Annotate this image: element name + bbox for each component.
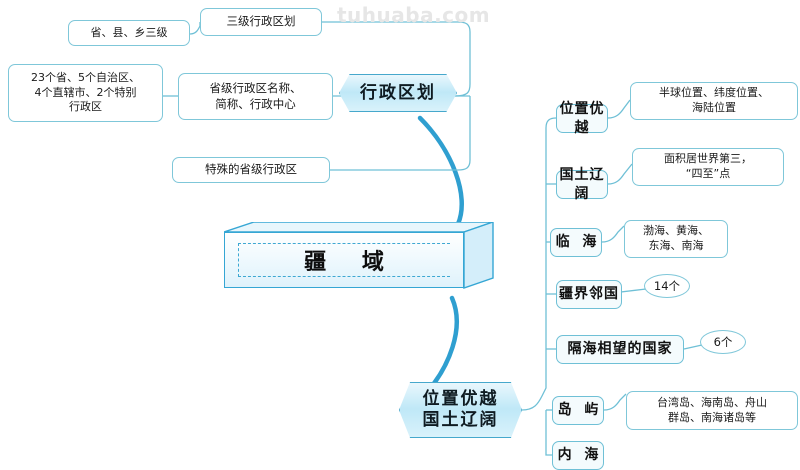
node-inland-sea[interactable]: 内 海 xyxy=(552,441,604,470)
link-center-to-location xyxy=(429,295,459,389)
node-sea-facing-countries[interactable]: 隔海相望的国家 xyxy=(556,335,684,364)
detail-province-names[interactable]: 23个省、5个自治区、 4个直辖市、2个特别 行政区 xyxy=(8,64,163,122)
link-location-spine xyxy=(521,117,557,411)
badge-sea-facing-countries-count[interactable]: 6个 xyxy=(700,330,746,354)
center-node[interactable]: 疆 域 xyxy=(224,222,494,298)
link-seas-detail xyxy=(601,225,625,243)
badge-neighboring-countries-count[interactable]: 14个 xyxy=(644,274,690,298)
node-bordering-seas[interactable]: 临 海 xyxy=(550,228,602,257)
node-islands[interactable]: 岛 屿 xyxy=(552,396,604,425)
detail-bordering-seas[interactable]: 渤海、黄海、 东海、南海 xyxy=(624,220,728,258)
link-seafacing-badge xyxy=(683,344,703,350)
link-vast-detail xyxy=(607,163,633,185)
detail-islands[interactable]: 台湾岛、海南岛、舟山 群岛、南海诸岛等 xyxy=(626,391,798,430)
node-neighboring-countries[interactable]: 疆界邻国 xyxy=(556,280,622,309)
branch-location-territory[interactable]: 位置优越 国土辽阔 xyxy=(399,382,522,438)
node-superior-location[interactable]: 位置优越 xyxy=(556,101,608,136)
node-vast-territory[interactable]: 国土辽阔 xyxy=(556,167,608,202)
branch-administrative-divisions[interactable]: 行政区划 xyxy=(339,74,457,112)
center-node-label: 疆 域 xyxy=(304,250,398,275)
link-center-to-administrative xyxy=(417,115,464,227)
detail-vast-territory[interactable]: 面积居世界第三， “四至”点 xyxy=(632,148,784,186)
node-province-names[interactable]: 省级行政区名称、 简称、行政中心 xyxy=(178,73,333,120)
node-special-provinces[interactable]: 特殊的省级行政区 xyxy=(172,157,330,183)
link-location-detail xyxy=(607,99,631,119)
link-islands-detail xyxy=(603,393,627,411)
center-node-dashed-inner xyxy=(238,243,450,277)
watermark: tuhuaba.com xyxy=(337,3,491,27)
node-three-level-divisions[interactable]: 三级行政区划 xyxy=(200,8,322,36)
detail-three-level-divisions[interactable]: 省、县、乡三级 xyxy=(68,20,190,46)
center-node-face xyxy=(224,232,464,288)
detail-superior-location[interactable]: 半球位置、纬度位置、 海陆位置 xyxy=(630,82,798,120)
link-three-level-detail xyxy=(189,22,201,35)
